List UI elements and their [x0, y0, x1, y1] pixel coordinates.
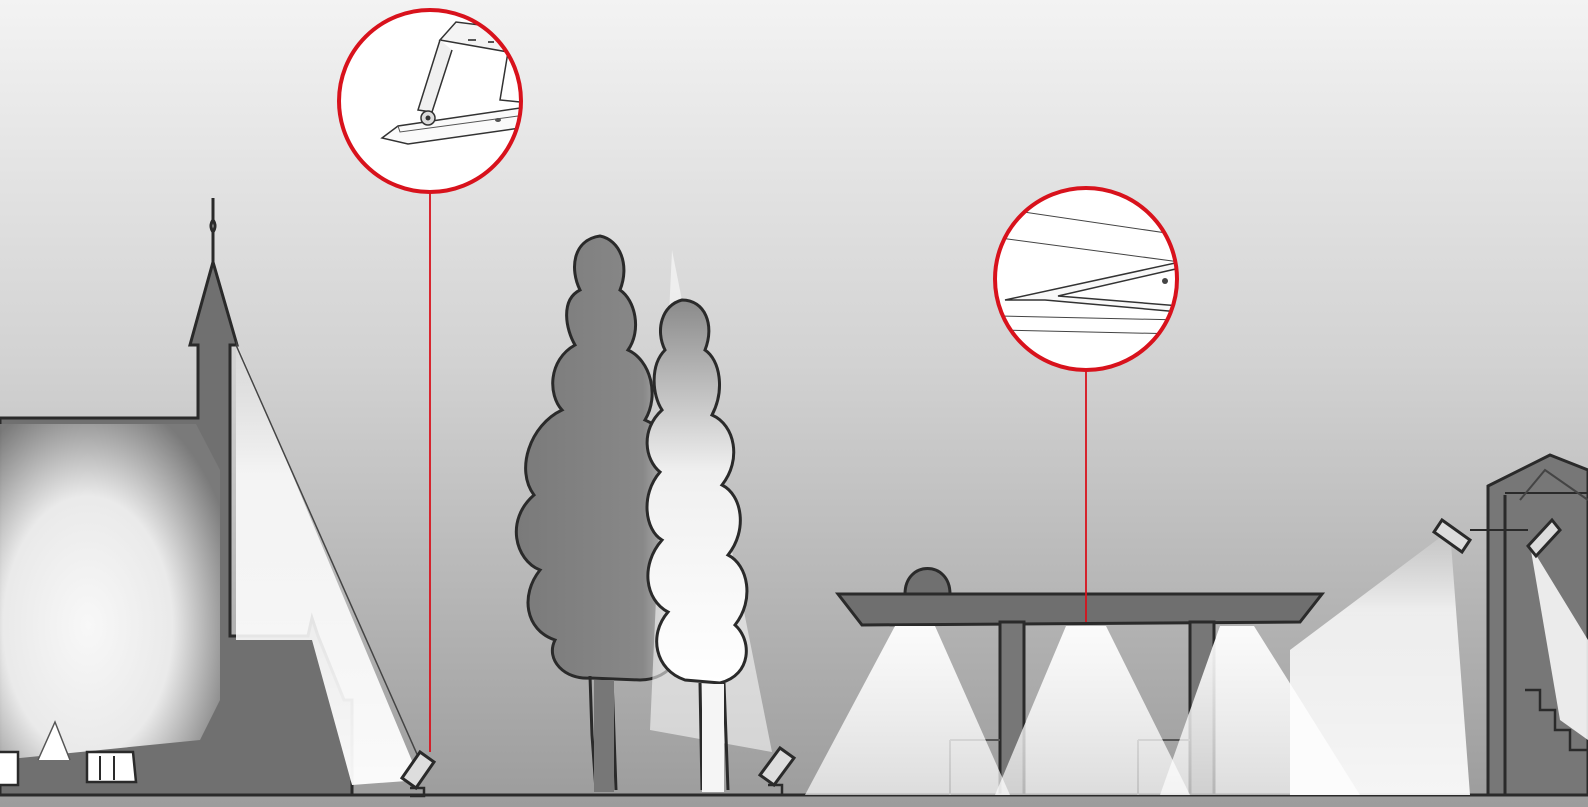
- callout-linear-light-detail: [995, 188, 1180, 370]
